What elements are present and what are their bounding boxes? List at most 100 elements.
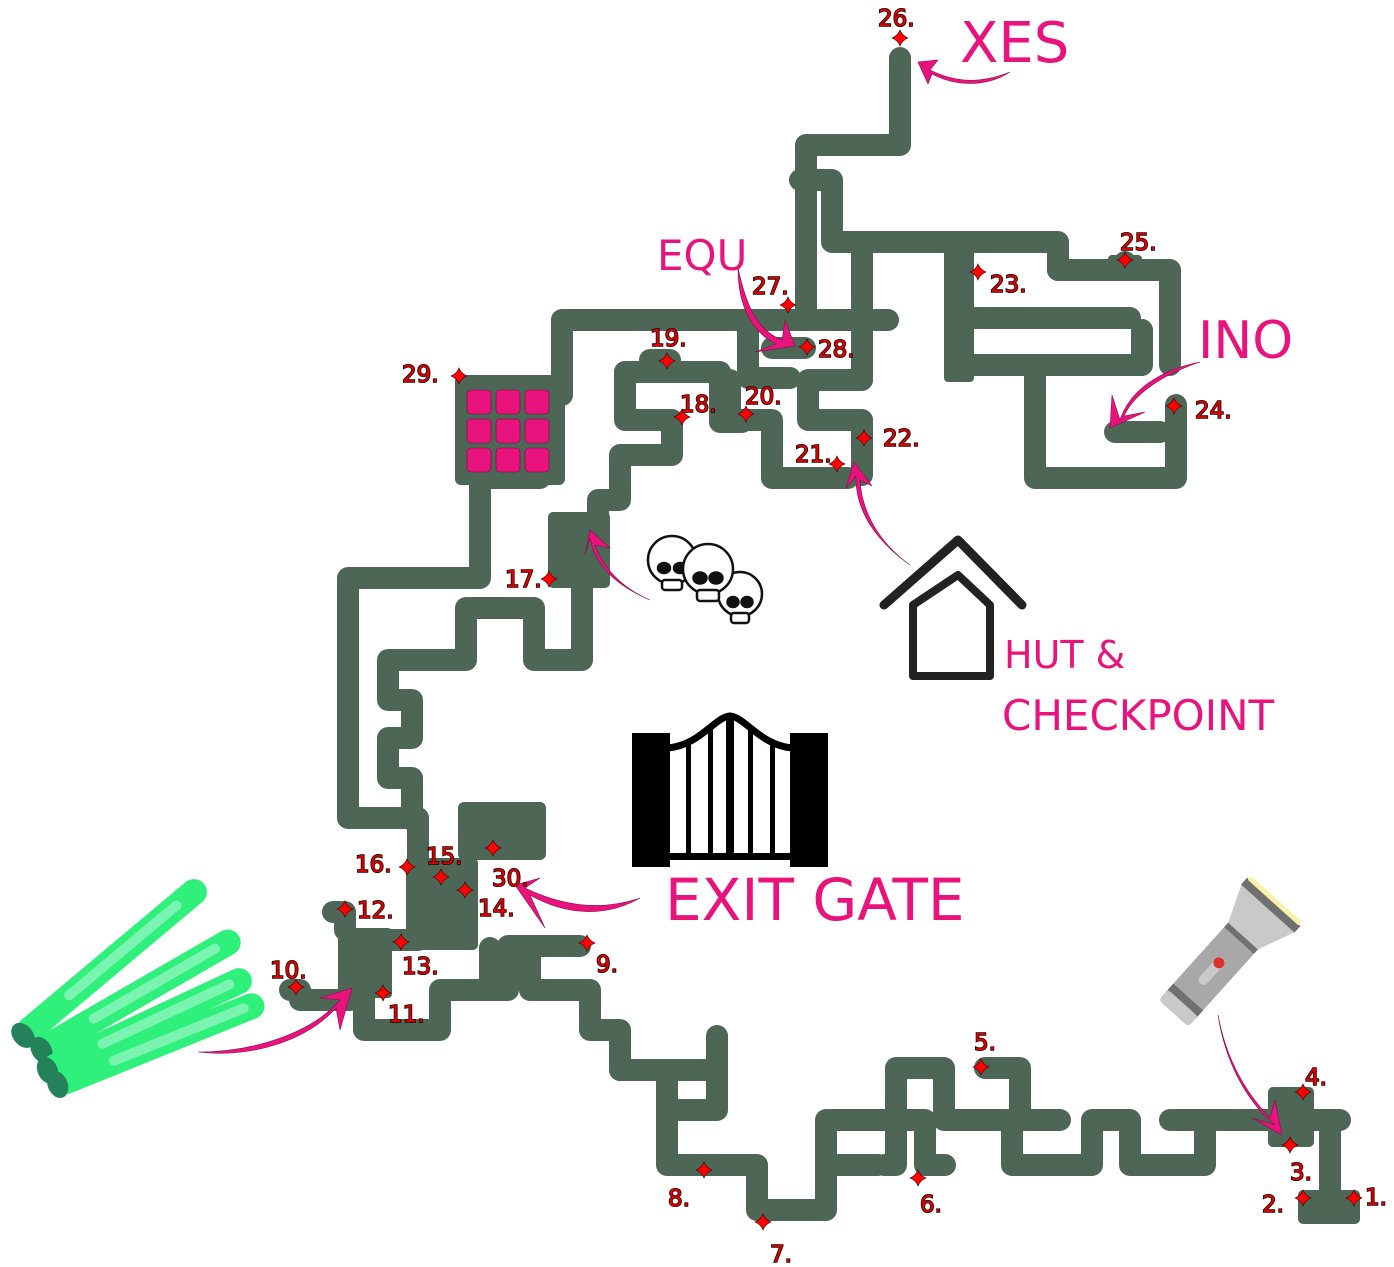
keypad-key [466, 389, 492, 415]
waypoint-star-icon [374, 984, 392, 1002]
waypoint-star-icon [972, 1058, 990, 1076]
corridor [1047, 259, 1181, 376]
corridor [1024, 354, 1187, 489]
waypoint-26: 26. [877, 5, 915, 47]
waypoint-label: 14. [478, 896, 515, 922]
waypoint-20: 20. [737, 383, 782, 423]
waypoint-label: 7. [770, 1242, 792, 1267]
keypad-key [495, 447, 521, 473]
waypoint-label: 26. [878, 6, 915, 32]
waypoint-29: 29. [401, 361, 468, 389]
waypoint-30: 30. [484, 839, 529, 893]
waypoint-23: 23. [969, 263, 1027, 299]
waypoint-7: 7. [754, 1213, 793, 1267]
waypoint-star-icon [456, 881, 474, 899]
corridors [279, 47, 1351, 1221]
waypoint-label: 9. [596, 952, 618, 978]
waypoint-label: 10. [270, 958, 307, 984]
arrow-ino [1109, 361, 1201, 429]
corridor [656, 1099, 956, 1221]
waypoint-star-icon [658, 352, 676, 370]
block-10-11 [338, 928, 392, 998]
waypoint-label: 8. [668, 1186, 690, 1212]
label-xes: XES [960, 11, 1069, 76]
keypad-key [524, 389, 550, 415]
waypoint-star-icon [398, 858, 416, 876]
waypoint-star-icon [540, 570, 558, 588]
corridor [377, 549, 593, 831]
waypoint-label: 5. [974, 1030, 996, 1056]
waypoint-6: 6. [909, 1169, 943, 1219]
waypoint-label: 15. [426, 844, 463, 870]
corridor [614, 361, 753, 433]
keypad-key [466, 418, 492, 444]
waypoint-label: 13. [402, 954, 439, 980]
waypoint-label: 20. [745, 384, 782, 410]
keypad-key [524, 418, 550, 444]
label-checkpoint: CHECKPOINT [1002, 691, 1275, 740]
arrow-glowsticks [197, 987, 353, 1054]
keypad-key [524, 447, 550, 473]
waypoint-star-icon [779, 296, 797, 314]
keypad-icon [466, 389, 550, 473]
arrow-flashlight [1217, 1014, 1283, 1136]
waypoint-1: 1. [1345, 1184, 1388, 1212]
waypoint-star-icon [578, 934, 596, 952]
waypoint-star-icon [754, 1213, 772, 1231]
waypoint-label: 18. [680, 392, 717, 418]
waypoint-star-icon [336, 900, 354, 918]
waypoint-9: 9. [578, 934, 619, 979]
waypoint-star-icon [969, 263, 987, 281]
waypoint-21: 21. [794, 441, 846, 473]
waypoint-star-icon [1281, 1136, 1299, 1154]
block-1-2 [1298, 1190, 1360, 1224]
waypoint-label: 23. [990, 272, 1027, 298]
block-13-16 [406, 858, 478, 950]
waypoint-label: 19. [650, 326, 687, 352]
label-hut: HUT & [1004, 633, 1125, 677]
waypoint-star-icon [1116, 251, 1134, 269]
waypoint-28: 28. [798, 336, 855, 364]
waypoint-star-icon [891, 29, 909, 47]
waypoint-star-icon [432, 868, 450, 886]
waypoint-star-icon [673, 408, 691, 426]
waypoint-25: 25. [1116, 229, 1157, 269]
waypoint-label: 24. [1195, 398, 1232, 424]
waypoint-16: 16. [354, 851, 416, 879]
waypoint-star-icon [695, 1161, 713, 1179]
waypoint-label: 28. [818, 337, 855, 363]
waypoint-label: 16. [355, 852, 392, 878]
waypoint-3: 3. [1281, 1136, 1313, 1187]
glowsticks-icon [11, 879, 265, 1099]
waypoint-label: 17. [505, 567, 542, 593]
arrow-hut [845, 461, 911, 566]
waypoint-2: 2. [1261, 1189, 1312, 1219]
waypoint-star-icon [484, 839, 502, 857]
house-icon [879, 535, 1027, 680]
waypoint-13: 13. [392, 933, 439, 981]
waypoint-label: 25. [1120, 230, 1157, 256]
keypad-key [466, 447, 492, 473]
label-ino: INO [1198, 311, 1293, 371]
waypoint-star-icon [1294, 1189, 1312, 1207]
skull-room [548, 512, 610, 588]
block-15 [458, 802, 546, 860]
waypoint-label: 11. [388, 1002, 425, 1028]
waypoint-label: 27. [752, 274, 789, 300]
waypoint-19: 19. [649, 325, 687, 370]
waypoint-label: 6. [920, 1192, 942, 1218]
waypoint-17: 17. [504, 566, 558, 594]
waypoint-12: 12. [336, 897, 394, 925]
waypoint-star-icon [855, 429, 873, 447]
arrow-exit [514, 877, 641, 929]
corridor [737, 309, 801, 389]
waypoint-label: 30. [492, 866, 529, 892]
waypoint-8: 8. [667, 1161, 713, 1213]
waypoint-5: 5. [972, 1029, 997, 1076]
waypoint-star-icon [737, 405, 755, 423]
corridor [974, 1057, 1071, 1131]
block-left-ino [944, 232, 974, 382]
label-exit-gate: EXIT GATE [665, 866, 965, 934]
waypoint-label: 1. [1365, 1185, 1387, 1211]
waypoint-label: 21. [795, 442, 832, 468]
